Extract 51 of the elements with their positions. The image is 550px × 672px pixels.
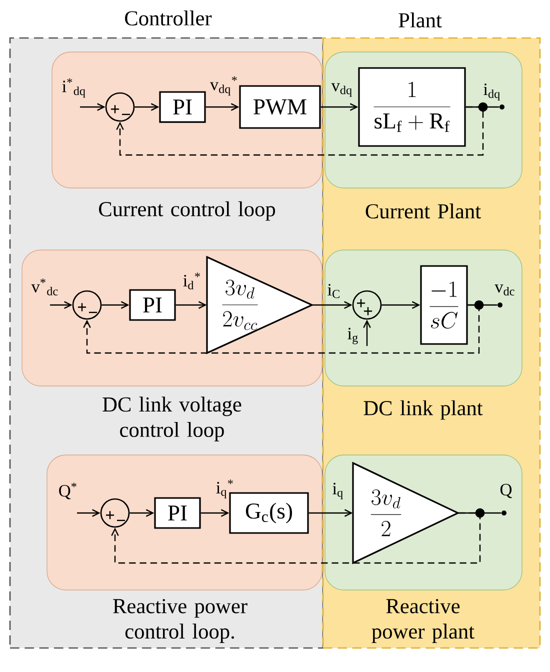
node-label: DC link voltage control loop: [102, 396, 242, 442]
signal-label: v$_{dc}$: [494, 284, 514, 296]
arrow: [206, 103, 240, 111]
transfer-function-box: $\frac{-1}{sC}$: [420, 265, 468, 345]
block-box: PI: [154, 497, 201, 529]
signal-label: Q$^{*}$: [59, 482, 76, 500]
arrow: [102, 301, 130, 309]
signal-label: i$_{C}$: [328, 284, 340, 298]
summing-junction: + −: [105, 92, 135, 122]
arrow: [200, 509, 230, 517]
node-label: Current control loop: [99, 201, 276, 221]
output-terminal: [498, 302, 502, 308]
arrow: [83, 304, 480, 354]
signal-label: i$_{dq}$: [484, 84, 500, 100]
arrow: [382, 301, 420, 309]
signal-label: i$_{g}$: [348, 328, 358, 344]
signal-label: i$_{q}$: [332, 482, 343, 500]
arrow: [312, 301, 352, 309]
signal-label: v$_{dq}$*: [210, 76, 237, 96]
arrow: [308, 509, 353, 517]
arrow: [363, 320, 371, 346]
arrow: [176, 301, 207, 309]
block-box: G$_{c}$(s): [229, 492, 309, 534]
summing-junction: + +: [352, 290, 382, 320]
signal-label: v$_{dq}$: [331, 83, 352, 97]
arrow: [320, 103, 358, 111]
output-terminal: [502, 510, 506, 516]
arrow: [80, 103, 106, 111]
block-box: PI: [159, 91, 206, 123]
arrow: [116, 106, 484, 156]
node-label: Controller: [125, 10, 212, 26]
block-box: PWM: [239, 85, 321, 129]
signal-label: i$_{d}$*: [183, 272, 200, 290]
summing-junction: + −: [72, 290, 102, 320]
node-label: DC link plant: [364, 400, 483, 420]
arrow: [50, 301, 72, 309]
output-terminal: [500, 104, 504, 110]
arrow: [130, 509, 154, 517]
arrow: [111, 512, 481, 564]
transfer-function-box: $\frac{1}{\mathrm{sL_f+R_f}}$: [358, 67, 466, 147]
signal-label: v$^{*}$dc: [31, 278, 58, 296]
node-label: Current Plant: [366, 204, 481, 219]
signal-label: Q: [500, 484, 512, 498]
arrow: [77, 509, 100, 517]
arrow: [134, 103, 160, 111]
node-label: Reactive power plant: [372, 599, 474, 643]
node-label: Plant: [398, 12, 442, 28]
summing-junction: + −: [100, 498, 130, 528]
block-box: PI: [129, 289, 176, 321]
node-label: Reactive power control loop.: [113, 599, 248, 643]
signal-label: i$^{*}$dq: [62, 78, 86, 98]
